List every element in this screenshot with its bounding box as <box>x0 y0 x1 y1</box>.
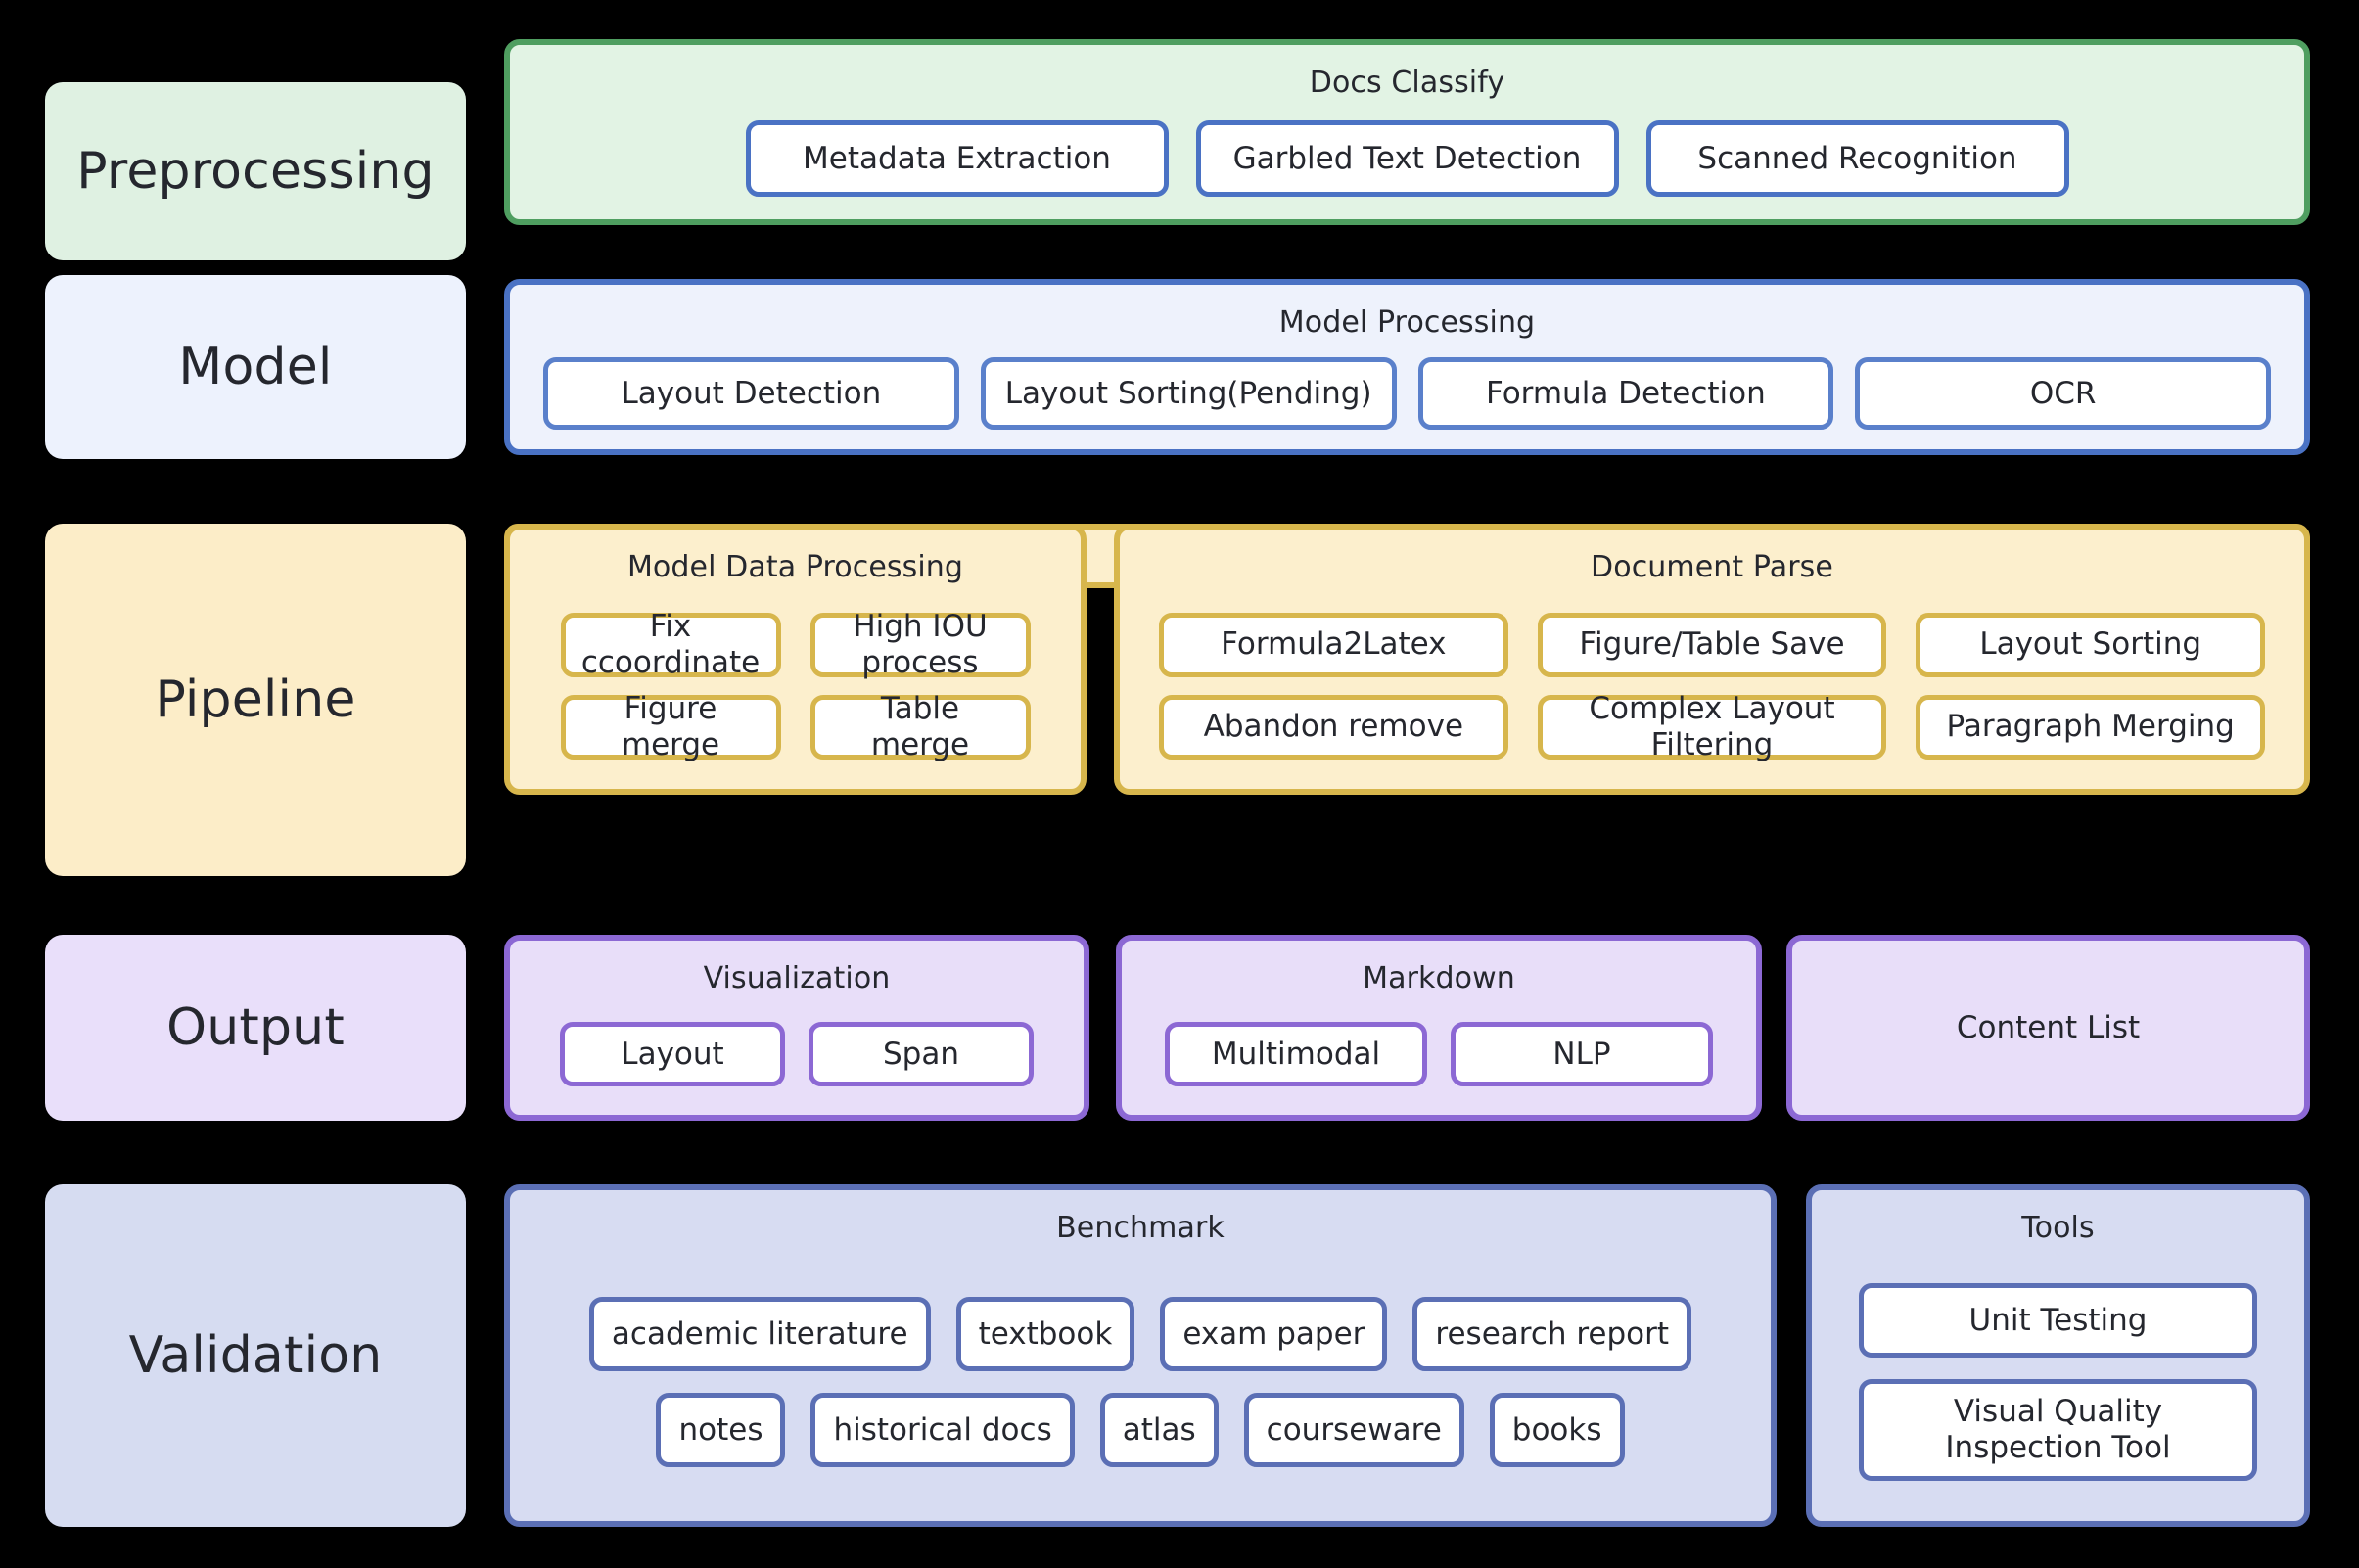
chip-academic-literature[interactable]: academic literature <box>588 1297 931 1371</box>
group-benchmark: Benchmark academic literature textbook e… <box>504 1184 1777 1527</box>
chip-figure-table-save[interactable]: Figure/Table Save <box>1537 612 1887 677</box>
group-document-parse: Document Parse Formula2Latex Figure/Tabl… <box>1114 524 2310 795</box>
chip-figure-merge[interactable]: Figure merge <box>560 691 781 762</box>
chip-formula2latex[interactable]: Formula2Latex <box>1159 612 1508 677</box>
group-title-model-processing: Model Processing <box>1278 305 1536 340</box>
group-title-model-data-processing: Model Data Processing <box>626 550 964 584</box>
row-content-model: Model Processing Layout Detection Layout… <box>504 279 2310 455</box>
chip-research-report[interactable]: research report <box>1412 1297 1692 1371</box>
chip-table-merge[interactable]: Table merge <box>809 691 1031 762</box>
group-title-content-list: Content List <box>1956 1010 2141 1045</box>
group-visualization: Visualization Layout Span <box>504 935 1089 1121</box>
group-title-benchmark: Benchmark <box>1056 1211 1225 1245</box>
row-pipeline: Pipeline Model Data Processing Fix ccoor… <box>0 524 2359 876</box>
row-label-model: Model <box>45 275 466 459</box>
row-output: Output Visualization Layout Span Markdow… <box>0 935 2359 1121</box>
chip-layout-sorting-pending[interactable]: Layout Sorting(Pending) <box>980 357 1397 430</box>
row-content-validation: Benchmark academic literature textbook e… <box>504 1184 2310 1527</box>
group-title-document-parse: Document Parse <box>1591 550 1833 584</box>
group-docs-classify: Docs Classify Metadata Extraction Garble… <box>504 39 2310 225</box>
row-content-pipeline: Model Data Processing Fix ccoordinate Hi… <box>504 524 2310 876</box>
chip-layout-sorting[interactable]: Layout Sorting <box>1916 612 2266 677</box>
group-tools: Tools Unit Testing Visual Quality Inspec… <box>1806 1184 2310 1527</box>
chip-notes[interactable]: notes <box>656 1393 786 1467</box>
row-label-preprocessing: Preprocessing <box>45 82 466 260</box>
group-title-tools: Tools <box>2021 1211 2095 1245</box>
row-label-pipeline: Pipeline <box>45 524 466 876</box>
row-content-preprocessing: Docs Classify Metadata Extraction Garble… <box>504 39 2310 225</box>
chip-visual-quality-inspection-tool[interactable]: Visual Quality Inspection Tool <box>1859 1379 2257 1481</box>
chip-formula-detection[interactable]: Formula Detection <box>1417 357 1834 430</box>
row-label-validation: Validation <box>45 1184 466 1527</box>
chip-scanned-recognition[interactable]: Scanned Recognition <box>1645 120 2069 197</box>
group-model-data-processing: Model Data Processing Fix ccoordinate Hi… <box>504 524 1087 795</box>
row-validation: Validation Benchmark academic literature… <box>0 1184 2359 1527</box>
chip-atlas[interactable]: atlas <box>1099 1393 1219 1467</box>
row-content-output: Visualization Layout Span Markdown Multi… <box>504 935 2310 1121</box>
group-title-markdown: Markdown <box>1363 961 1515 995</box>
chip-textbook[interactable]: textbook <box>955 1297 1135 1371</box>
row-model: Model Model Processing Layout Detection … <box>0 275 2359 459</box>
chip-unit-testing[interactable]: Unit Testing <box>1859 1283 2257 1358</box>
group-title-docs-classify: Docs Classify <box>1309 66 1505 100</box>
group-title-visualization: Visualization <box>703 961 891 995</box>
chip-layout[interactable]: Layout <box>560 1022 785 1086</box>
chip-exam-paper[interactable]: exam paper <box>1160 1297 1388 1371</box>
group-model-processing: Model Processing Layout Detection Layout… <box>504 279 2310 455</box>
chip-complex-layout-filtering[interactable]: Complex Layout Filtering <box>1537 691 1887 762</box>
row-preprocessing: Preprocessing Docs Classify Metadata Ext… <box>0 39 2359 260</box>
group-content-list[interactable]: Content List <box>1786 935 2310 1121</box>
chip-abandon-remove[interactable]: Abandon remove <box>1159 694 1508 760</box>
chip-nlp[interactable]: NLP <box>1451 1022 1713 1086</box>
chip-ocr[interactable]: OCR <box>1855 357 2271 430</box>
chip-historical-docs[interactable]: historical docs <box>810 1393 1075 1467</box>
chip-layout-detection[interactable]: Layout Detection <box>543 357 959 430</box>
chip-paragraph-merging[interactable]: Paragraph Merging <box>1916 694 2266 760</box>
chip-books[interactable]: books <box>1489 1393 1625 1467</box>
chip-courseware[interactable]: courseware <box>1243 1393 1464 1467</box>
chip-fix-ccoordinate[interactable]: Fix ccoordinate <box>560 609 781 680</box>
row-label-output: Output <box>45 935 466 1121</box>
chip-metadata-extraction[interactable]: Metadata Extraction <box>745 120 1169 197</box>
chip-garbled-text-detection[interactable]: Garbled Text Detection <box>1195 120 1619 197</box>
chip-span[interactable]: Span <box>809 1022 1034 1086</box>
chip-multimodal[interactable]: Multimodal <box>1165 1022 1427 1086</box>
chip-high-iou-process[interactable]: High IOU process <box>809 609 1031 680</box>
group-markdown: Markdown Multimodal NLP <box>1116 935 1762 1121</box>
